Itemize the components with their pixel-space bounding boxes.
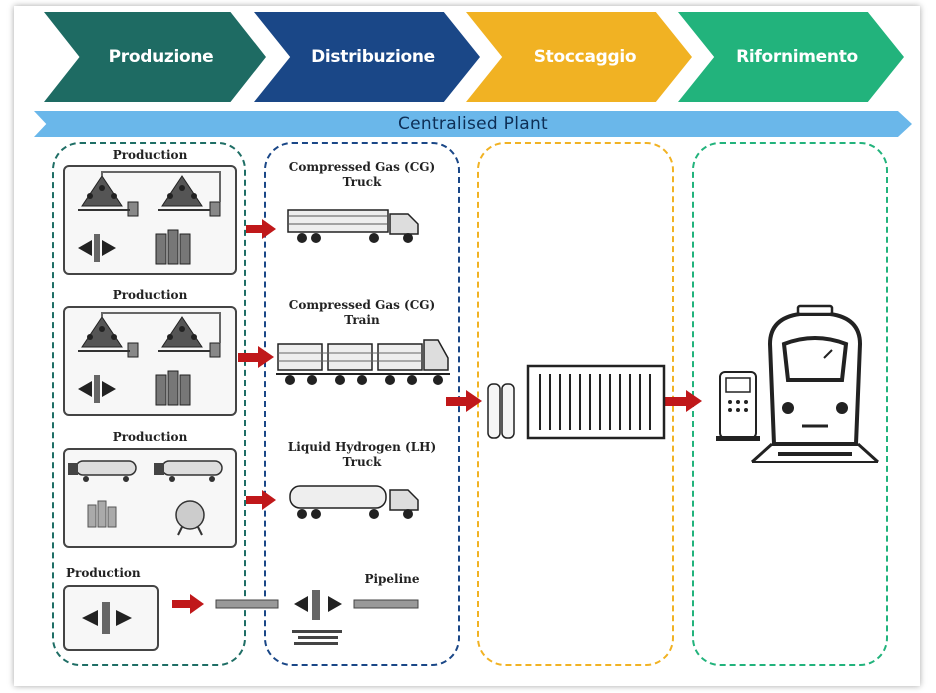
cg-train-label: Compressed Gas (CG) Train [288,298,436,327]
pipeline-icon [215,590,419,645]
pipeline-label: Pipeline [364,572,420,586]
production-label-4: Production [66,566,141,580]
production-box-electrolysis [63,165,237,275]
centralised-plant-label: Centralised Plant [397,114,549,134]
compressor-icon [78,234,116,262]
storage-container-icon [487,364,666,440]
centralised-plant-banner: Centralised Plant [34,111,912,137]
cg-truck-icon [287,209,419,243]
compressor-icon-small [82,602,132,634]
stage-distribuzione: Distribuzione [254,12,480,102]
production-label-2: Production [112,288,188,302]
fuel-dispenser-icon [716,371,760,441]
spherical-tank-icon [175,500,205,530]
stage-produzione-label: Produzione [108,47,214,67]
lh-truck-label: Liquid Hydrogen (LH) Truck [287,440,437,469]
stage-distribuzione-label: Distribuzione [311,47,435,67]
production-box-compressor [63,585,159,651]
stage-stoccaggio: Stoccaggio [466,12,692,102]
train-icon [750,304,880,464]
arrow-to-cg-truck [246,219,276,239]
production-box-electrolysis-2 [63,306,237,416]
liquefaction-icons [68,460,223,536]
stage-produzione: Produzione [44,12,266,102]
arrow-to-lh-truck [246,490,276,510]
lh-truck-icon [289,485,419,519]
production-label-3: Production [112,430,188,444]
arrow-to-storage [446,390,482,412]
storage-tank-icon [155,229,191,265]
arrow-to-pipeline [172,594,204,614]
electrolyser-icons-2 [78,312,221,406]
production-label-1: Production [112,148,188,162]
stage-rifornimento-label: Rifornimento [736,47,858,67]
electrolyser-icons-1 [78,171,221,265]
arrow-to-cg-train [238,346,274,368]
stage-stoccaggio-label: Stoccaggio [533,47,637,67]
stage-rifornimento: Rifornimento [678,12,904,102]
arrow-to-refuelling [664,390,702,412]
cg-truck-label: Compressed Gas (CG) Truck [288,160,436,189]
cg-train-icon [276,339,450,385]
production-column [52,142,246,666]
